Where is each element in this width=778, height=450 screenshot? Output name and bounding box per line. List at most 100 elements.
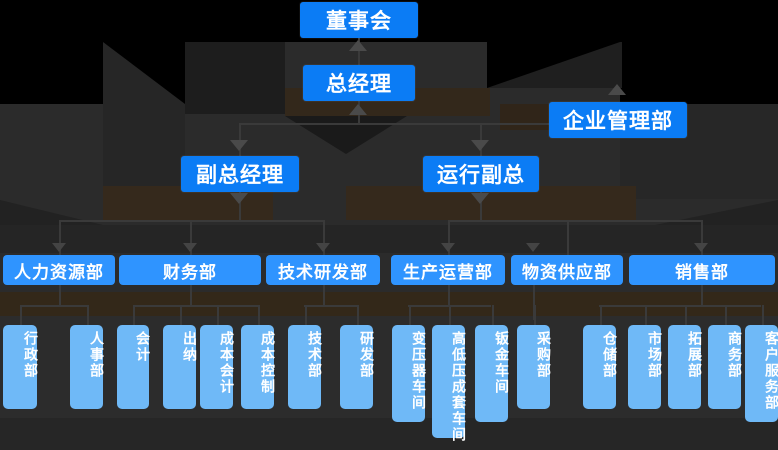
node-department-0[interactable]: 人力资源部 (3, 255, 115, 285)
connector-finance-span (133, 305, 258, 307)
node-general-manager[interactable]: 总经理 (303, 65, 415, 101)
connector-board-to-gm (358, 38, 360, 65)
node-sub-unit-7[interactable]: 研发部 (340, 325, 374, 409)
arrow-dept-sales (694, 243, 708, 252)
node-deputy-general-manager[interactable]: 副总经理 (181, 156, 299, 192)
connector-sub-stem-5 (258, 305, 260, 325)
node-sub-unit-11[interactable]: 采购部 (517, 325, 551, 409)
connector-sub-stem-3 (180, 305, 182, 325)
node-sub-unit-label: 成本会计 (218, 331, 234, 395)
connector-ops-to-production (448, 220, 450, 255)
node-board[interactable]: 董事会 (300, 2, 418, 38)
node-sub-unit-5[interactable]: 成本控制 (241, 325, 275, 409)
wing-shadow-left-mid (0, 200, 103, 225)
wing-shadow-right-mid (655, 200, 778, 225)
connector-to-deputy-gm (239, 123, 241, 156)
node-sub-unit-label: 采购部 (535, 331, 551, 379)
node-department-3[interactable]: 生产运营部 (391, 255, 505, 285)
connector-rnd-span (304, 305, 357, 307)
node-department-1[interactable]: 财务部 (119, 255, 261, 285)
connector-ops-to-sales (701, 220, 703, 255)
arrow-dept-rnd (316, 243, 330, 252)
background-shade-a (103, 42, 185, 192)
node-sub-unit-label: 高低压成套车间 (450, 331, 466, 443)
node-sub-unit-label: 研发部 (358, 331, 374, 379)
arrow-deputy-in (230, 140, 248, 151)
node-sub-unit-label: 成本控制 (259, 331, 275, 395)
background-dim-row (0, 225, 778, 253)
node-sub-unit-13[interactable]: 市场部 (628, 325, 662, 409)
node-sub-unit-0[interactable]: 行政部 (3, 325, 38, 409)
background-cutout-left (0, 42, 103, 104)
node-sub-unit-14[interactable]: 拓展部 (668, 325, 702, 409)
node-sub-unit-label: 客户服务部 (763, 331, 778, 411)
node-operations-vp-label: 运行副总 (437, 163, 525, 187)
node-sub-unit-4[interactable]: 成本会计 (200, 325, 234, 409)
connector-sub-stem-6 (305, 305, 307, 325)
node-sub-unit-10[interactable]: 钣金车间 (475, 325, 509, 422)
connector-production-span (408, 305, 491, 307)
node-department-label: 生产运营部 (403, 262, 493, 283)
node-sub-unit-label: 行政部 (22, 331, 38, 379)
connector-deputy-down (239, 192, 241, 220)
arrow-dept-supply (526, 243, 540, 252)
connector-sub-stem-7 (357, 305, 359, 325)
connector-hr-span (20, 305, 88, 307)
background-shade-b (185, 42, 285, 114)
node-sub-unit-9[interactable]: 高低压成套车间 (432, 325, 466, 443)
wing-shadow-left-upper (103, 42, 185, 104)
node-board-label: 董事会 (326, 9, 392, 33)
connector-sub-stem-10 (492, 305, 494, 325)
connector-sub-stem-8 (409, 305, 411, 325)
connector-gm-span (239, 123, 599, 125)
node-sub-unit-label: 仓储部 (601, 331, 617, 379)
arrow-board-up (349, 40, 367, 51)
node-enterprise-management[interactable]: 企业管理部 (549, 102, 687, 138)
connector-sub-stem-12 (600, 305, 602, 325)
node-sub-unit-6[interactable]: 技术部 (288, 325, 322, 409)
connector-production-down (448, 285, 450, 305)
connector-deputy-to-rnd (323, 220, 325, 255)
connector-hr-down (59, 285, 61, 305)
node-sub-unit-label: 拓展部 (686, 331, 702, 379)
connector-sales-down (701, 285, 703, 305)
connector-ops-to-supply (567, 220, 569, 255)
node-sub-unit-label: 出纳 (181, 331, 197, 363)
arrow-gm-up (349, 104, 367, 115)
background-cutout-right (620, 42, 778, 104)
arrow-dept-finance (183, 243, 197, 252)
node-sub-unit-15[interactable]: 商务部 (708, 325, 742, 409)
background-shade-c (487, 42, 622, 88)
connector-sub-stem-2 (133, 305, 135, 325)
arrow-dept-hr (52, 243, 66, 252)
node-department-label: 财务部 (163, 262, 217, 283)
node-department-2[interactable]: 技术研发部 (266, 255, 380, 285)
node-general-manager-label: 总经理 (326, 72, 392, 96)
connector-deputy-span (59, 220, 323, 222)
node-department-label: 技术研发部 (278, 262, 368, 283)
connector-sub-stem-15 (725, 305, 727, 325)
node-sub-unit-16[interactable]: 客户服务部 (745, 325, 778, 422)
node-enterprise-management-label: 企业管理部 (563, 109, 673, 133)
arrow-dept-production (441, 243, 455, 252)
node-sub-unit-12[interactable]: 仓储部 (583, 325, 617, 409)
arrow-enterprise-up (608, 84, 626, 95)
wing-shadow-center-v (285, 116, 407, 154)
node-sub-unit-3[interactable]: 出纳 (163, 325, 197, 409)
node-department-5[interactable]: 销售部 (629, 255, 775, 285)
node-sub-unit-label: 人事部 (88, 331, 104, 379)
node-sub-unit-8[interactable]: 变压器车间 (392, 325, 426, 422)
arrow-deputy-out (230, 193, 248, 204)
connector-finance-down (190, 285, 192, 305)
node-department-4[interactable]: 物资供应部 (511, 255, 623, 285)
node-sub-unit-2[interactable]: 会计 (117, 325, 150, 409)
node-sub-unit-1[interactable]: 人事部 (70, 325, 104, 409)
wing-shadow-right-upper (487, 42, 620, 88)
node-deputy-general-manager-label: 副总经理 (196, 163, 284, 187)
connector-sub-stem-9 (449, 305, 451, 325)
connector-sub-stem-4 (217, 305, 219, 325)
connector-deputy-to-finance (190, 220, 192, 255)
node-sub-unit-label: 变压器车间 (410, 331, 426, 411)
node-operations-vp[interactable]: 运行副总 (423, 156, 539, 192)
